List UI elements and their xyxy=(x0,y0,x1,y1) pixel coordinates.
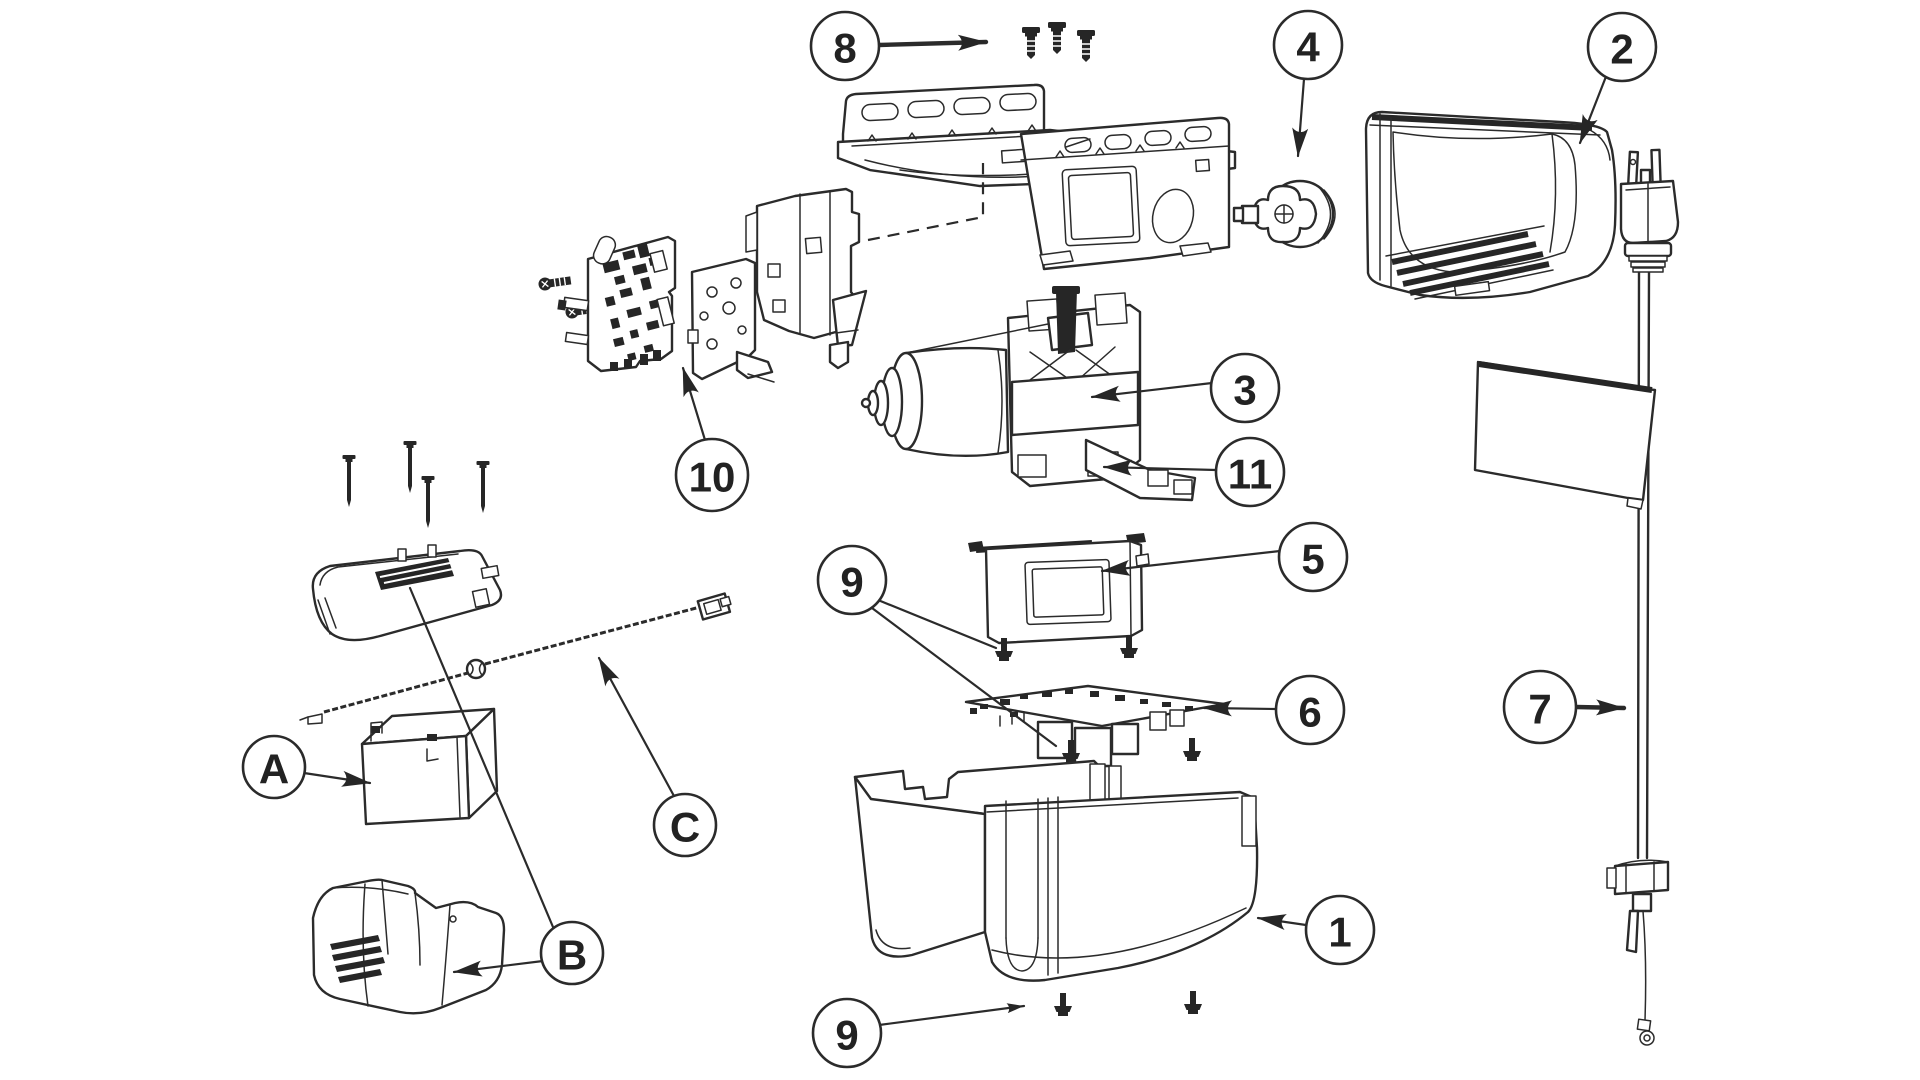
main-housing-1 xyxy=(853,759,1259,982)
leader-line xyxy=(1292,77,1309,158)
callout-balloon xyxy=(539,920,605,986)
callout-balloon xyxy=(674,437,750,513)
leader-line xyxy=(1578,72,1609,145)
callout-label: 11 xyxy=(1228,451,1272,498)
vent-slats xyxy=(330,935,385,983)
callout-c-antenna-wire: C xyxy=(597,656,718,858)
leader-line xyxy=(597,656,676,798)
leader-line xyxy=(876,598,998,650)
callout-10-logic-board: 10 xyxy=(674,366,750,513)
capacitor xyxy=(592,235,617,265)
callout-balloon xyxy=(241,734,307,800)
battery-cover-bottom-b xyxy=(311,878,506,1015)
callout-label: 3 xyxy=(1233,367,1256,414)
callout-label: A xyxy=(259,746,289,793)
antenna-wire-c xyxy=(299,592,732,725)
callout-8-mounting-bracket-screws: 8 xyxy=(809,10,989,82)
receiver-board-6 xyxy=(964,684,1226,768)
callout-balloon xyxy=(1272,9,1344,81)
leader-line xyxy=(876,34,989,51)
callout-label: C xyxy=(670,804,700,851)
callout-label: 10 xyxy=(689,454,736,501)
callout-balloon xyxy=(1502,669,1578,745)
logic-board-assembly-10 xyxy=(536,187,868,383)
power-cord-7 xyxy=(1473,148,1680,1046)
leader-line xyxy=(870,606,1058,748)
callout-balloon xyxy=(811,997,883,1069)
callout-7-power-cord: 7 xyxy=(1502,669,1627,745)
callout-balloon xyxy=(1209,352,1281,424)
leader-line xyxy=(302,770,372,787)
motor-assembly xyxy=(860,286,1197,502)
drive-coupling-4 xyxy=(1232,179,1336,249)
head-bracket-assembly xyxy=(836,83,1237,271)
output-shaft xyxy=(1056,290,1077,354)
callout-5-capacitor-bracket: 5 xyxy=(1100,521,1349,593)
leader-line xyxy=(1100,549,1282,576)
callout-b-battery-covers: B xyxy=(408,586,605,986)
callout-label: 7 xyxy=(1528,686,1551,733)
leader-line xyxy=(1256,914,1308,930)
mounting-screws-8 xyxy=(1021,21,1096,63)
callout-6-receiver-board: 6 xyxy=(1202,674,1346,746)
callout-balloon xyxy=(1304,894,1376,966)
leader-line xyxy=(681,366,707,442)
leader-line xyxy=(452,959,545,977)
callout-3-motor-gearbox: 3 xyxy=(1090,352,1281,424)
leader-line xyxy=(1573,699,1627,716)
callout-label: 6 xyxy=(1298,689,1321,736)
callout-11-motor-bracket: 11 xyxy=(1102,436,1286,508)
callout-label: 9 xyxy=(835,1012,858,1059)
cord xyxy=(1636,270,1651,860)
cord-tag xyxy=(1473,360,1657,502)
callout-label: 2 xyxy=(1610,26,1633,73)
callout-balloon xyxy=(809,10,881,82)
callout-balloon xyxy=(1274,674,1346,746)
leader-line xyxy=(1090,381,1214,402)
callout-balloon xyxy=(1277,521,1349,593)
callout-9-screws-lower: 9 xyxy=(811,997,1026,1069)
callout-label: B xyxy=(557,932,587,979)
callout-label: 8 xyxy=(833,25,856,72)
smd-components xyxy=(602,242,660,362)
capacitor-bracket-5 xyxy=(968,533,1150,645)
plug-prong xyxy=(1626,150,1640,188)
plug-prong xyxy=(1650,148,1662,185)
callouts-layer: 8 4 2 10 3 11 5 6 9 1 9 7A B C xyxy=(241,9,1658,1069)
board-screw xyxy=(536,273,573,293)
callout-balloon xyxy=(1586,11,1658,83)
battery-cover-top xyxy=(311,441,503,642)
leader-line xyxy=(877,1003,1026,1027)
plug-body xyxy=(1619,179,1680,245)
callout-9-screws-upper: 9 xyxy=(816,544,1058,748)
leader-line xyxy=(1202,700,1278,717)
cover-top-band xyxy=(1371,114,1593,131)
battery-a xyxy=(360,707,499,826)
callout-a-battery: A xyxy=(241,734,372,800)
lens-cover-2 xyxy=(1364,110,1617,300)
callout-label: 9 xyxy=(840,559,863,606)
callout-label: 1 xyxy=(1328,909,1351,956)
leader-line xyxy=(1102,459,1218,476)
leader-line xyxy=(408,586,555,929)
callout-4-drive-coupling: 4 xyxy=(1272,9,1344,158)
callout-1-main-housing: 1 xyxy=(1256,894,1376,966)
callout-label: 5 xyxy=(1301,536,1324,583)
callout-2-light-lens-cover: 2 xyxy=(1578,11,1658,145)
callout-label: 4 xyxy=(1296,24,1320,71)
callout-balloon xyxy=(652,792,718,858)
callout-balloon xyxy=(1214,436,1286,508)
callout-balloon xyxy=(816,544,888,616)
